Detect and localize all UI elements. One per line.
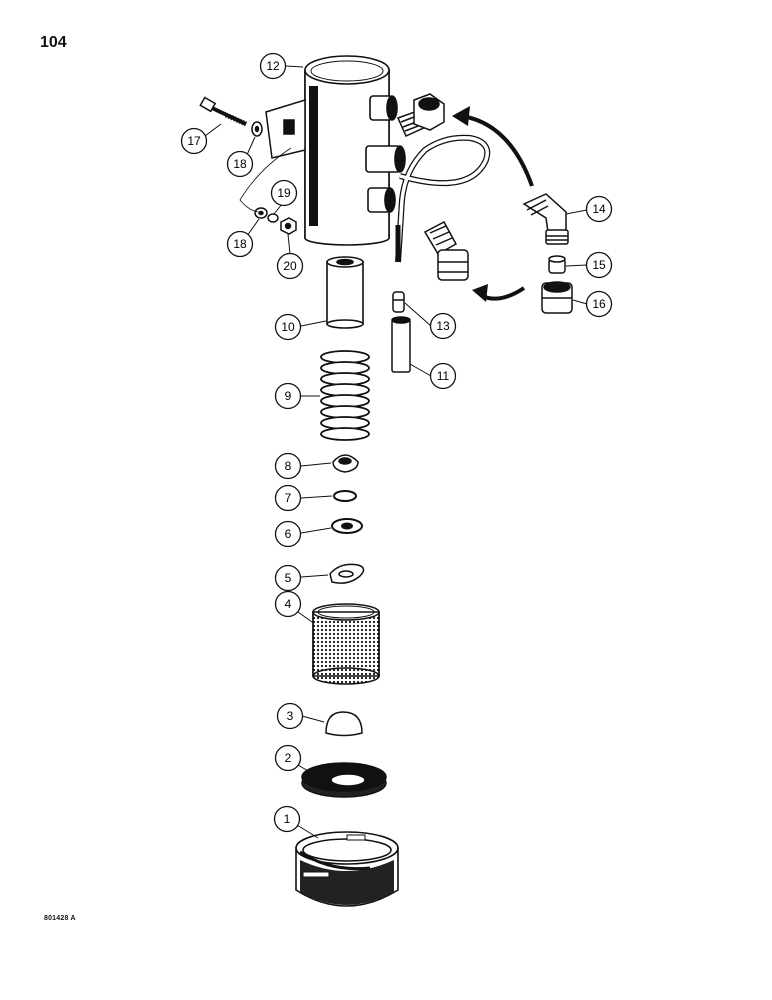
callout-17: 17 xyxy=(180,127,208,155)
svg-text:9: 9 xyxy=(285,389,292,403)
callout-8: 8 xyxy=(274,452,302,480)
svg-text:13: 13 xyxy=(436,319,450,333)
part-8-valve xyxy=(332,454,359,473)
svg-text:10: 10 xyxy=(281,320,295,334)
callout-7: 7 xyxy=(274,484,302,512)
callout-10: 10 xyxy=(274,313,302,341)
callout-18-upper: 18 xyxy=(226,150,254,178)
svg-text:12: 12 xyxy=(266,59,280,73)
part-18-washer-upper xyxy=(251,121,263,137)
callout-5: 5 xyxy=(274,564,302,592)
svg-text:15: 15 xyxy=(592,258,606,272)
callout-16: 16 xyxy=(585,290,613,318)
part-7-o-ring xyxy=(333,490,357,502)
upper-elbow-fitting xyxy=(396,93,445,137)
arrow-lower xyxy=(472,284,526,302)
callout-14: 14 xyxy=(585,195,613,223)
part-19-lockwasher xyxy=(267,213,279,223)
svg-text:16: 16 xyxy=(592,297,606,311)
callout-11: 12 xyxy=(259,52,287,80)
svg-text:1: 1 xyxy=(284,812,291,826)
svg-text:3: 3 xyxy=(287,709,294,723)
svg-text:14: 14 xyxy=(592,202,606,216)
part-9-spring xyxy=(320,350,370,441)
callout-12: 11 xyxy=(429,362,457,390)
part-20-nut xyxy=(280,217,297,235)
part-17-bolt xyxy=(199,96,248,127)
part-3-cap xyxy=(325,711,363,737)
callout-9: 9 xyxy=(274,382,302,410)
svg-text:7: 7 xyxy=(285,491,292,505)
callout-6: 6 xyxy=(274,520,302,548)
mounting-bracket xyxy=(265,98,306,159)
callout-13: 13 xyxy=(429,312,457,340)
part-18-washer-lower xyxy=(254,207,268,219)
part-5-gasket xyxy=(329,563,365,584)
callout-18-lower: 18 xyxy=(226,230,254,258)
svg-text:18: 18 xyxy=(233,157,247,171)
callout-1: 1 xyxy=(273,805,301,833)
svg-text:17: 17 xyxy=(187,134,201,148)
part-4-filter-element xyxy=(312,603,380,685)
svg-text:18: 18 xyxy=(233,237,247,251)
svg-text:2: 2 xyxy=(285,751,292,765)
part-15-ferrule xyxy=(548,255,566,274)
part-1-cover xyxy=(295,831,399,907)
assembly-lead-line xyxy=(239,147,292,213)
callout-20: 20 xyxy=(276,252,304,280)
part-16-nut xyxy=(541,281,573,314)
callout-4: 4 xyxy=(274,590,302,618)
arrow-upper xyxy=(452,106,534,187)
svg-text:5: 5 xyxy=(285,571,292,585)
tube-line xyxy=(395,134,491,263)
svg-text:11: 11 xyxy=(437,369,450,383)
svg-text:20: 20 xyxy=(283,259,297,273)
page-number: 104 xyxy=(40,34,67,51)
part-11-filter-housing xyxy=(304,55,406,246)
part-13-sleeve xyxy=(392,291,405,313)
lower-elbow-fitting xyxy=(423,220,469,281)
leader-lines xyxy=(204,65,588,839)
figure-code: 801428 A xyxy=(44,915,76,922)
callout-15: 15 xyxy=(585,251,613,279)
callout-2: 2 xyxy=(274,744,302,772)
part-14-elbow xyxy=(522,193,569,245)
callout-19: 19 xyxy=(270,179,298,207)
svg-text:6: 6 xyxy=(285,527,292,541)
part-2-seal-ring xyxy=(301,762,387,798)
part-12-tube-insert xyxy=(391,316,411,373)
svg-text:19: 19 xyxy=(277,186,291,200)
part-6-washer xyxy=(331,518,363,534)
svg-text:8: 8 xyxy=(285,459,292,473)
callout-3: 3 xyxy=(276,702,304,730)
part-10-standpipe xyxy=(326,256,364,329)
svg-text:4: 4 xyxy=(285,597,292,611)
